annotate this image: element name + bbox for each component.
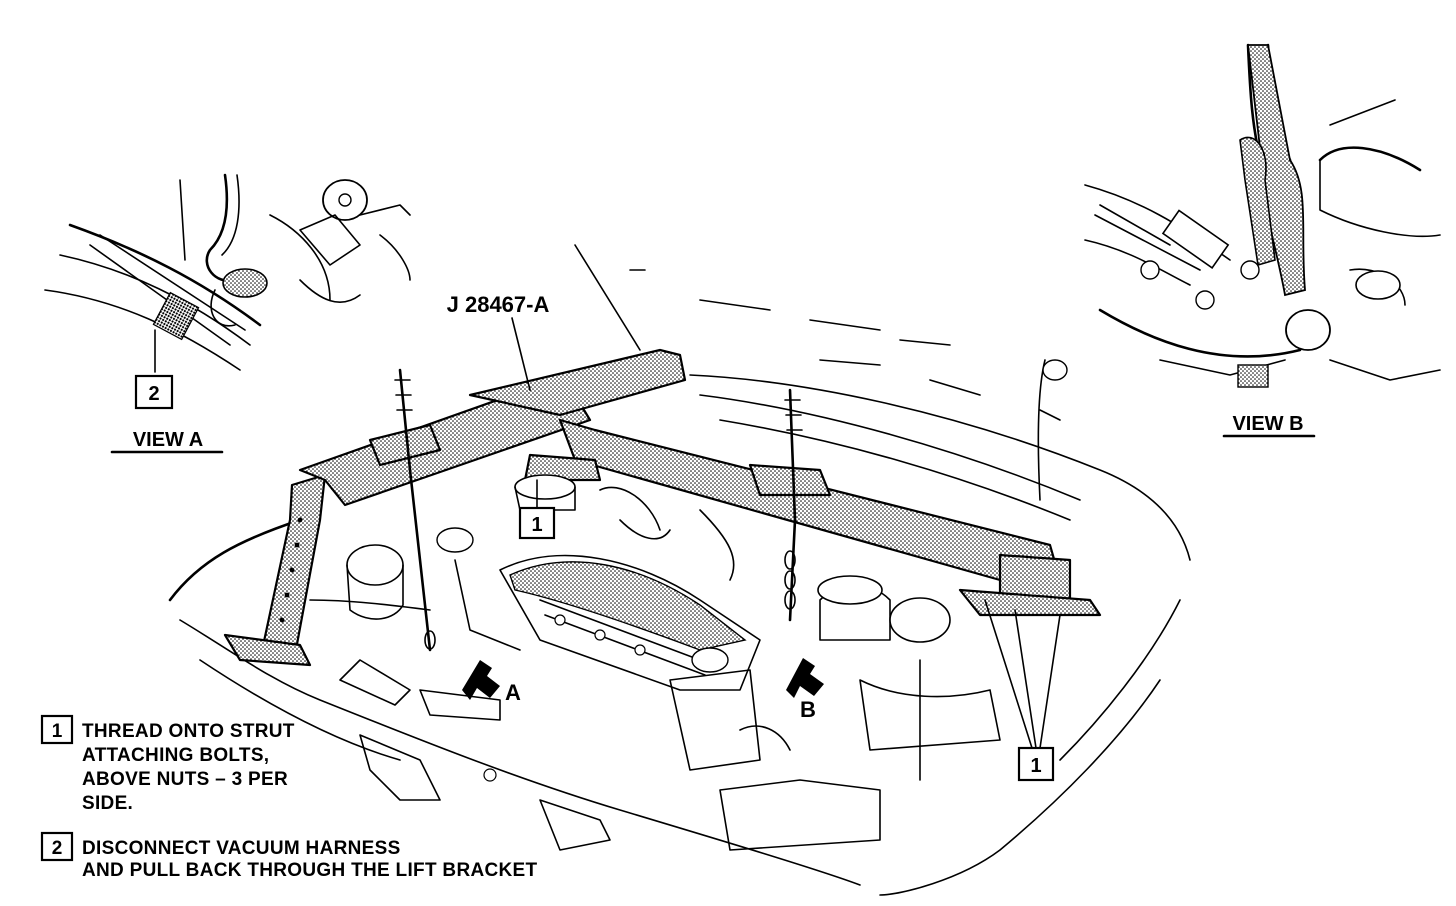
right-foot (958, 588, 1102, 617)
note-1-number-box (40, 714, 74, 745)
callout-box-1-center (518, 506, 556, 540)
callout-1-center: 1 (518, 479, 556, 540)
tool-label: J 28467-A (447, 292, 550, 317)
note-1-line-1: THREAD ONTO STRUT (82, 721, 295, 742)
long-crossbeam (558, 418, 1062, 582)
center-bracket (523, 453, 602, 482)
view-a-label: VIEW A (133, 429, 203, 451)
note-2-number: 2 (52, 838, 63, 859)
left-leg (258, 473, 327, 662)
view-arrow-b: B (786, 658, 824, 722)
callout-1-right: 1 (984, 599, 1061, 782)
legend-notes: 1 THREAD ONTO STRUT ATTACHING BOLTS, ABO… (40, 714, 538, 881)
tool-label-leader (511, 317, 531, 391)
callout-box-1-right (1017, 746, 1055, 782)
view-arrow-a: A (462, 660, 521, 705)
view-b-inset: VIEW B (1084, 43, 1441, 438)
slider-clamp (748, 463, 832, 497)
view-arrow-a-label: A (505, 680, 521, 705)
note-1-line-3: ABOVE NUTS – 3 PER (82, 769, 288, 790)
engine-bay-drawing (168, 244, 1191, 896)
note-1-number: 1 (52, 721, 63, 742)
callout-number-1-center: 1 (531, 514, 542, 536)
note-2-line-1: DISCONNECT VACUUM HARNESS (82, 838, 401, 859)
note-1-line-2: ATTACHING BOLTS, (82, 745, 269, 766)
lift-fixture: J 28467-A (223, 292, 1102, 667)
callout-box-2 (134, 374, 174, 410)
callout-number-1-right: 1 (1030, 755, 1041, 777)
left-clamp (368, 423, 442, 467)
view-a-inset: 2 VIEW A (44, 173, 411, 454)
view-b-label: VIEW B (1232, 413, 1303, 435)
note-2-number-box (40, 831, 74, 862)
note-1-line-4: SIDE. (82, 793, 133, 814)
upper-beam (468, 348, 687, 417)
left-foot (223, 633, 312, 667)
callout-number-2: 2 (148, 383, 159, 405)
note-2-line-2: AND PULL BACK THROUGH THE LIFT BRACKET (82, 860, 538, 881)
view-arrow-b-label: B (800, 697, 816, 722)
